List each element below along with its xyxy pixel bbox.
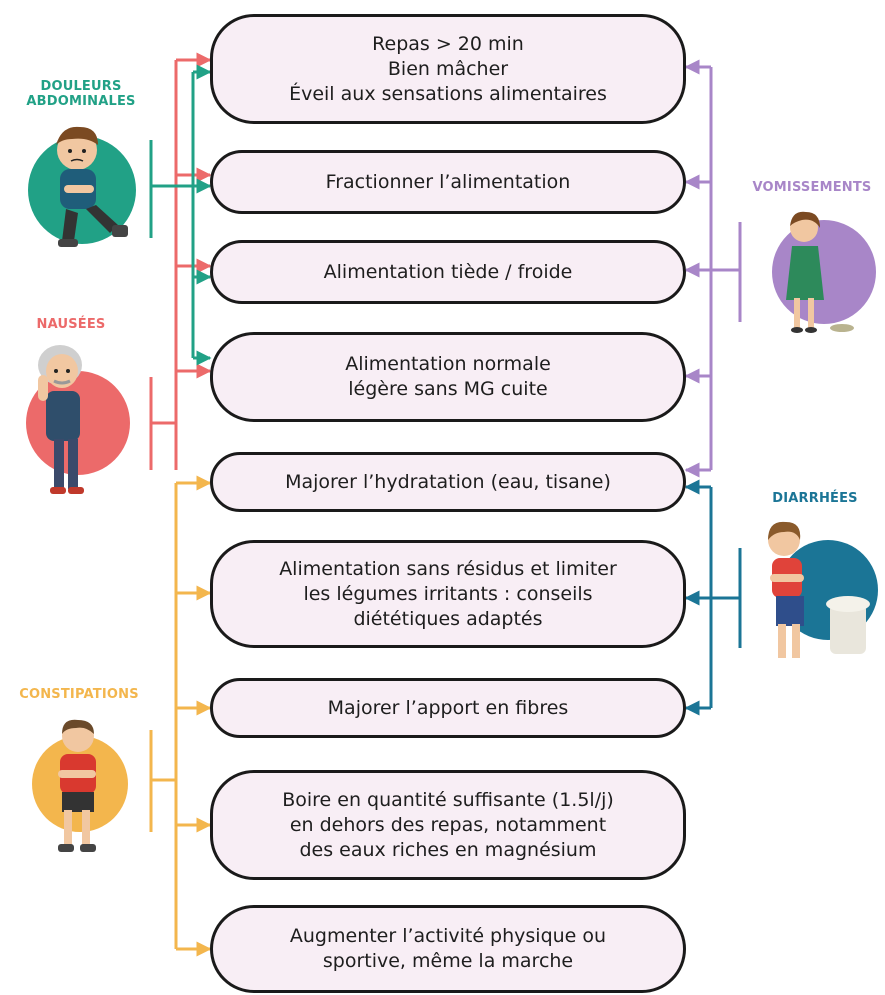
boy-constipation-illustration	[32, 719, 128, 852]
vomissements-connectors	[684, 59, 742, 478]
man-nausea-illustration	[26, 345, 130, 494]
advice-box-2: Fractionner l’alimentation	[210, 150, 686, 214]
douleurs-connectors	[149, 64, 212, 366]
advice-text: Alimentation tiède / froide	[323, 260, 573, 283]
advice-text: Fractionner l’alimentation	[325, 170, 571, 193]
advice-text: Repas > 20 min Bien mâcher Éveil aux sen…	[289, 32, 607, 105]
vomissements-label: VOMISSEMENTS	[752, 180, 872, 195]
advice-text: Augmenter l’activité physique ou sportiv…	[289, 925, 607, 972]
boy-stomach-ache-illustration	[28, 126, 136, 247]
advice-box-1: Repas > 20 min Bien mâcher Éveil aux sen…	[210, 14, 686, 124]
advice-text: Boire en quantité suffisante (1.5l/j) en…	[282, 788, 614, 861]
advice-box-4: Alimentation normale légère sans MG cuit…	[210, 332, 686, 422]
constipations-label: CONSTIPATIONS	[19, 687, 139, 702]
girl-diarrhea-illustration	[768, 521, 878, 658]
advice-box-7: Majorer l’apport en fibres	[210, 678, 686, 738]
advice-text: Alimentation normale légère sans MG cuit…	[345, 353, 551, 400]
advice-box-5: Majorer l’hydratation (eau, tisane)	[210, 452, 686, 512]
advice-text: Majorer l’apport en fibres	[327, 696, 569, 719]
advice-box-3: Alimentation tiède / froide	[210, 240, 686, 304]
advice-box-6: Alimentation sans résidus et limiter les…	[210, 540, 686, 648]
girl-vomiting-illustration	[772, 211, 876, 333]
constipations-connectors	[149, 475, 212, 957]
advice-box-8: Boire en quantité suffisante (1.5l/j) en…	[210, 770, 686, 880]
douleurs-label: DOULEURS ABDOMINALES	[26, 79, 136, 109]
nausees-connectors	[149, 52, 212, 470]
diarrhees-label: DIARRHÉES	[772, 491, 858, 506]
diarrhees-connectors	[684, 479, 742, 716]
nausees-label: NAUSÉES	[36, 317, 106, 332]
advice-text: Alimentation sans résidus et limiter les…	[279, 557, 617, 630]
advice-box-9: Augmenter l’activité physique ou sportiv…	[210, 905, 686, 993]
advice-text: Majorer l’hydratation (eau, tisane)	[285, 470, 611, 493]
